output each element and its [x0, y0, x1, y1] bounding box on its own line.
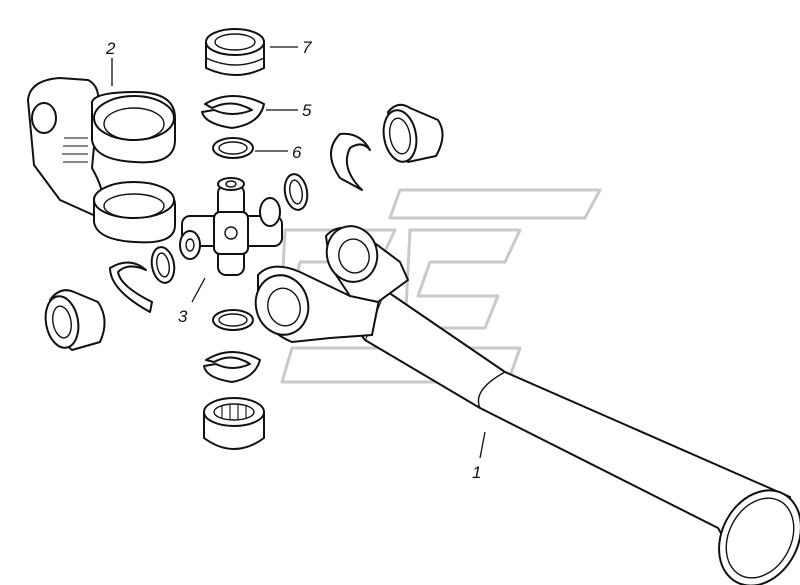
circlip-right [330, 132, 371, 191]
sealing-ring-top [212, 137, 254, 159]
flange-yoke [27, 77, 176, 244]
circlip-bottom [203, 351, 261, 383]
callout-5: 5 [302, 101, 312, 120]
callout-7: 7 [302, 38, 312, 57]
bearing-cup-left [44, 289, 106, 351]
circlip-top [201, 95, 265, 129]
callout-1: 1 [472, 463, 481, 482]
shaft-assembly [254, 225, 800, 585]
callout-2: 2 [105, 39, 116, 58]
bearing-cup-top [205, 28, 265, 76]
callout-3: 3 [178, 307, 188, 326]
sealing-ring-bottom [212, 309, 254, 331]
cross-spider [179, 177, 283, 276]
circlip-left [109, 261, 153, 313]
bearing-cup-bottom [203, 397, 265, 450]
sealing-ring-left [150, 246, 176, 284]
sealing-ring-right [283, 173, 309, 211]
bearing-cup-right [382, 103, 444, 163]
callout-leaders [111, 46, 486, 459]
callout-6: 6 [292, 143, 302, 162]
